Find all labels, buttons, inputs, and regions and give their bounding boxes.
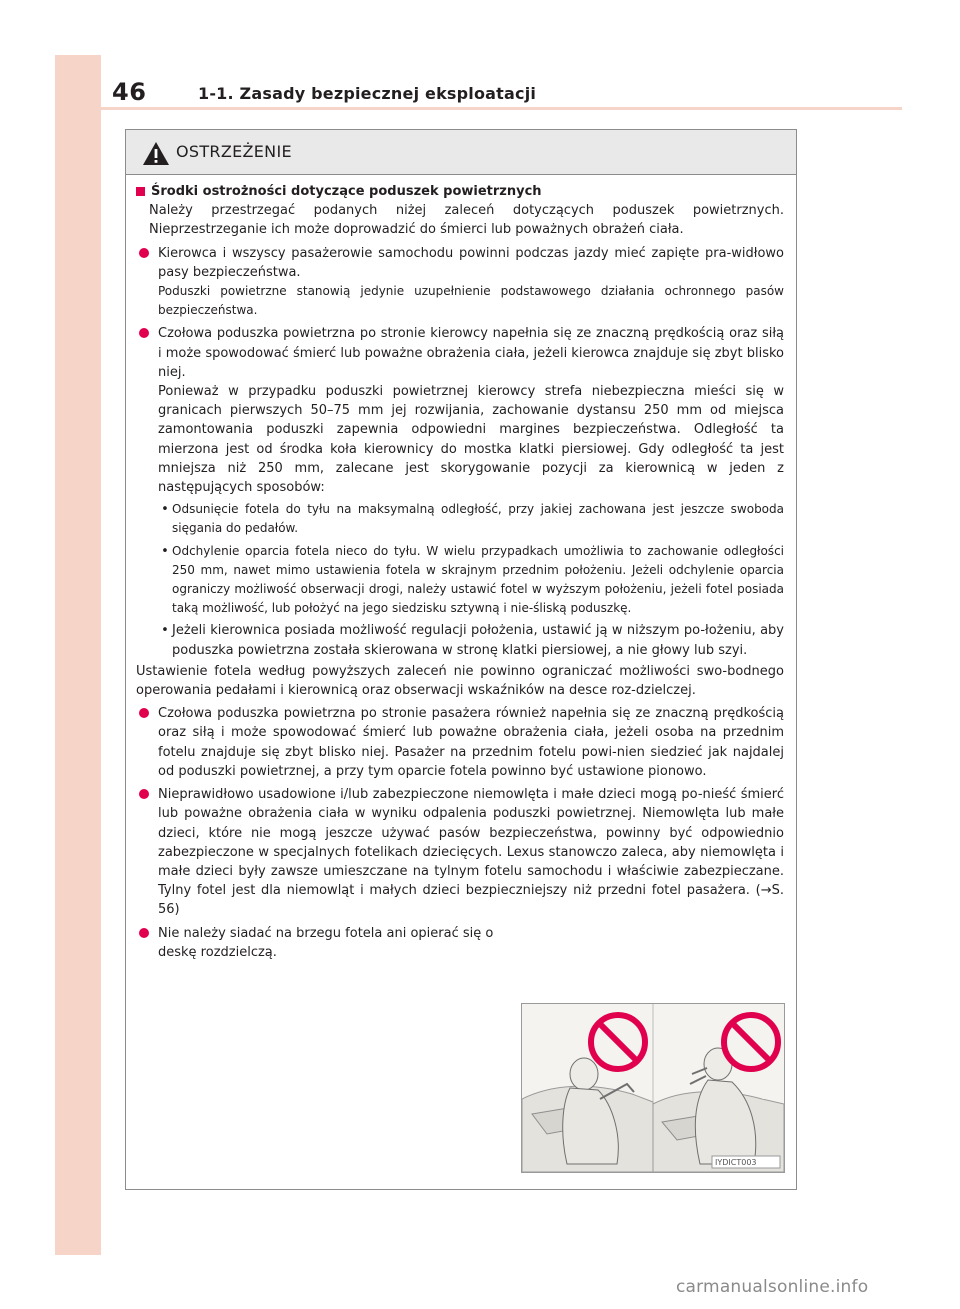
page-number: 46 bbox=[112, 78, 147, 106]
prohibition-sign-icon bbox=[721, 1012, 781, 1072]
warning-content: Środki ostrożności dotyczące poduszek po… bbox=[136, 182, 784, 962]
sub-item-text: Odchylenie oparcia fotela nieco do tyłu.… bbox=[172, 543, 784, 616]
airbag-warning-illustration: IYDICT003 bbox=[521, 1003, 785, 1173]
chapter-title: 1-1. Zasady bezpiecznej eksploatacji bbox=[198, 84, 537, 103]
sub-bullet-mark: • bbox=[161, 502, 169, 518]
section-title-text: Środki ostrożności dotyczące poduszek po… bbox=[151, 184, 542, 199]
bullet-passenger-airbag: Czołowa poduszka powietrzna po stronie p… bbox=[136, 704, 784, 781]
sub-bullet-mark: • bbox=[161, 543, 169, 559]
bullet-dot-icon bbox=[139, 328, 149, 339]
bullet-seatbelts: Kierowca i wszyscy pasażerowie samochodu… bbox=[136, 244, 784, 321]
sub-item: • Odchylenie oparcia fotela nieco do tył… bbox=[158, 542, 784, 619]
sub-item-text: Odsunięcie fotela do tyłu na maksymalną … bbox=[172, 502, 784, 536]
warning-header: OSTRZEŻENIE bbox=[126, 130, 796, 175]
bullet-text: Nieprawidłowo usadowione i/lub zabezpiec… bbox=[158, 787, 784, 918]
sub-bullet-mark: • bbox=[161, 623, 169, 639]
side-color-strip bbox=[55, 55, 101, 1255]
bullet-text: Kierowca i wszyscy pasażerowie samochodu… bbox=[158, 245, 784, 280]
bullet-children: Nieprawidłowo usadowione i/lub zabezpiec… bbox=[136, 785, 784, 919]
warning-title: OSTRZEŻENIE bbox=[176, 142, 292, 161]
bullet-text: Czołowa poduszka powietrzna po stronie k… bbox=[158, 326, 784, 380]
section-title: Środki ostrożności dotyczące poduszek po… bbox=[136, 182, 784, 201]
illustration-drawing: IYDICT003 bbox=[521, 1004, 785, 1173]
warning-triangle-icon bbox=[143, 142, 169, 165]
bullet-seat-edge: Nie należy siadać na brzegu fotela ani o… bbox=[136, 924, 511, 962]
header-band-inner bbox=[101, 55, 902, 107]
section-square-icon bbox=[136, 187, 145, 197]
sub-item: • Odsunięcie fotela do tyłu na maksymaln… bbox=[158, 500, 784, 538]
bullet-note: Poduszki powietrzne stanowią jedynie uzu… bbox=[158, 284, 784, 318]
bullet-dot-icon bbox=[139, 247, 149, 258]
warning-box: OSTRZEŻENIE Środki ostrożności dotyczące… bbox=[125, 129, 797, 1190]
sub-item-text: Jeżeli kierownica posiada możliwość regu… bbox=[172, 623, 784, 658]
illustration-code: IYDICT003 bbox=[715, 1158, 757, 1167]
bullet-dot-icon bbox=[139, 708, 149, 719]
bullet-driver-airbag: Czołowa poduszka powietrzna po stronie k… bbox=[136, 324, 784, 659]
intro-text: Należy przestrzegać podanych niżej zalec… bbox=[149, 203, 784, 238]
bullet-text: Nie należy siadać na brzegu fotela ani o… bbox=[158, 925, 494, 960]
prohibition-sign-icon bbox=[588, 1012, 648, 1072]
bullet-dot-icon bbox=[139, 789, 149, 800]
bullet-dot-icon bbox=[139, 927, 149, 938]
bullet-text: Czołowa poduszka powietrzna po stronie p… bbox=[158, 706, 784, 779]
sub-item: • Jeżeli kierownica posiada możliwość re… bbox=[158, 621, 784, 659]
seat-setting-note: Ustawienie fotela według powyższych zale… bbox=[136, 663, 784, 699]
bullet-note: Ponieważ w przypadku poduszki powietrzne… bbox=[158, 384, 784, 496]
watermark: carmanualsonline.info bbox=[676, 1277, 869, 1297]
